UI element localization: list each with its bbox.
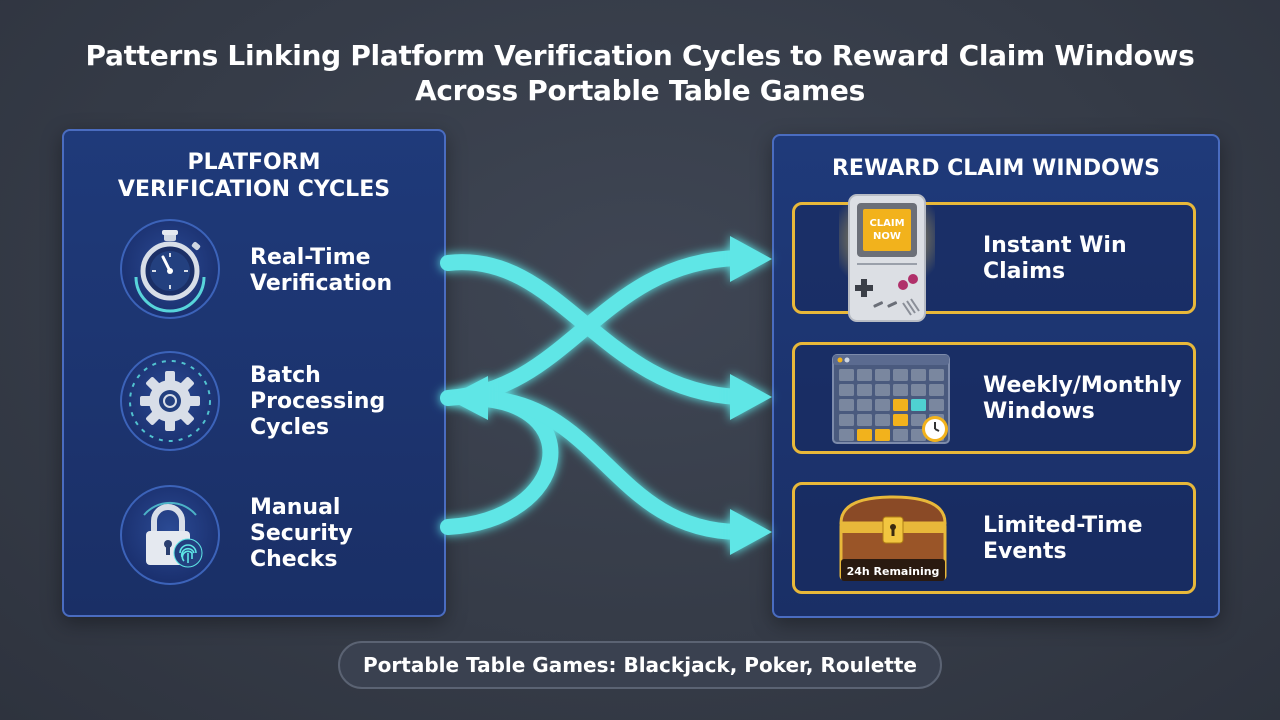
gear-icon — [120, 351, 220, 451]
calendar-cell — [875, 414, 890, 426]
calendar-cell — [839, 429, 854, 441]
calendar-cell — [911, 414, 926, 426]
calendar-cell — [875, 384, 890, 396]
label-line: Instant Win — [983, 233, 1127, 258]
label-line: Checks — [250, 547, 338, 572]
verification-cycles-panel: PLATFORM VERIFICATION CYCLES Real-Time — [62, 129, 446, 617]
arrowhead-limited — [730, 509, 772, 555]
calendar-cell — [839, 369, 854, 381]
footer-pill: Portable Table Games: Blackjack, Poker, … — [338, 641, 942, 689]
calendar-clock-icon — [831, 353, 955, 453]
label-line: Limited-Time — [983, 513, 1143, 538]
label-line: Processing — [250, 389, 386, 414]
label-line: Claims — [983, 259, 1066, 284]
calendar-cell — [839, 384, 854, 396]
calendar-cell — [929, 384, 944, 396]
verification-panel-title: PLATFORM VERIFICATION CYCLES — [64, 149, 444, 203]
manual-security-item: Manual Security Checks — [120, 485, 440, 589]
reward-panel-title: REWARD CLAIM WINDOWS — [831, 156, 1160, 181]
calendar-cell — [857, 429, 872, 441]
arrow-realtime-to-instant — [440, 250, 746, 406]
calendar-cell — [911, 369, 926, 381]
calendar-cell — [893, 399, 908, 411]
label-line: Security — [250, 521, 353, 546]
reward-windows-panel: REWARD CLAIM WINDOWS CLAIM NOW — [772, 134, 1220, 618]
label-line: Manual — [250, 495, 341, 520]
limited-time-label: Limited-Time Events — [983, 513, 1143, 565]
padlock-fingerprint-icon — [120, 485, 220, 585]
batch-processing-item: Batch Processing Cycles — [120, 351, 440, 455]
limited-time-item: 24h Remaining Limited-Time Events — [792, 482, 1196, 594]
calendar-cell — [893, 369, 908, 381]
calendar-cell — [857, 399, 872, 411]
title-line-2: Across Portable Table Games — [415, 74, 865, 107]
calendar-cell — [857, 414, 872, 426]
calendar-cell — [875, 369, 890, 381]
title-line-1: Patterns Linking Platform Verification C… — [85, 39, 1195, 72]
calendar-cell — [893, 429, 908, 441]
instant-win-label: Instant Win Claims — [983, 233, 1127, 285]
calendar-cell — [911, 384, 926, 396]
verification-title-line-1: PLATFORM — [187, 150, 321, 175]
arrowhead-instant — [730, 236, 772, 282]
calendar-cell — [839, 414, 854, 426]
claim-now-text-2: NOW — [873, 231, 901, 242]
real-time-verification-item: Real-Time Verification — [120, 219, 440, 323]
calendar-cell — [911, 429, 926, 441]
label-line: Cycles — [250, 415, 330, 440]
label-line: Verification — [250, 271, 393, 296]
weekly-monthly-item: Weekly/Monthly Windows — [792, 342, 1196, 454]
calendar-cell — [875, 429, 890, 441]
calendar-cell — [857, 369, 872, 381]
calendar-cell — [857, 384, 872, 396]
manual-security-label: Manual Security Checks — [250, 495, 353, 573]
calendar-cell — [893, 414, 908, 426]
label-line: Batch — [250, 363, 321, 388]
batch-processing-label: Batch Processing Cycles — [250, 363, 385, 441]
claim-now-text-1: CLAIM — [869, 218, 904, 229]
label-line: Events — [983, 539, 1067, 564]
calendar-cell — [839, 399, 854, 411]
weekly-monthly-label: Weekly/Monthly Windows — [983, 373, 1182, 425]
label-line: Windows — [983, 399, 1095, 424]
real-time-verification-label: Real-Time Verification — [250, 245, 392, 297]
time-remaining-badge: 24h Remaining — [847, 565, 940, 578]
calendar-cell — [929, 369, 944, 381]
calendar-cell — [875, 399, 890, 411]
verification-title-line-2: VERIFICATION CYCLES — [117, 177, 391, 202]
calendar-cell — [929, 399, 944, 411]
calendar-cell — [893, 384, 908, 396]
handheld-console-icon: CLAIM NOW — [839, 193, 935, 329]
calendar-cell — [911, 399, 926, 411]
stopwatch-icon — [120, 219, 220, 319]
treasure-chest-icon: 24h Remaining — [835, 491, 951, 589]
instant-win-item: CLAIM NOW Instant Win Claims — [792, 194, 1196, 322]
label-line: Weekly/Monthly — [983, 373, 1182, 398]
arrowhead-batch — [446, 376, 488, 420]
arrowhead-weekly — [730, 374, 772, 420]
page-title: Patterns Linking Platform Verification C… — [0, 38, 1280, 108]
label-line: Real-Time — [250, 245, 371, 270]
arrow-batch-to-limited — [462, 389, 746, 540]
